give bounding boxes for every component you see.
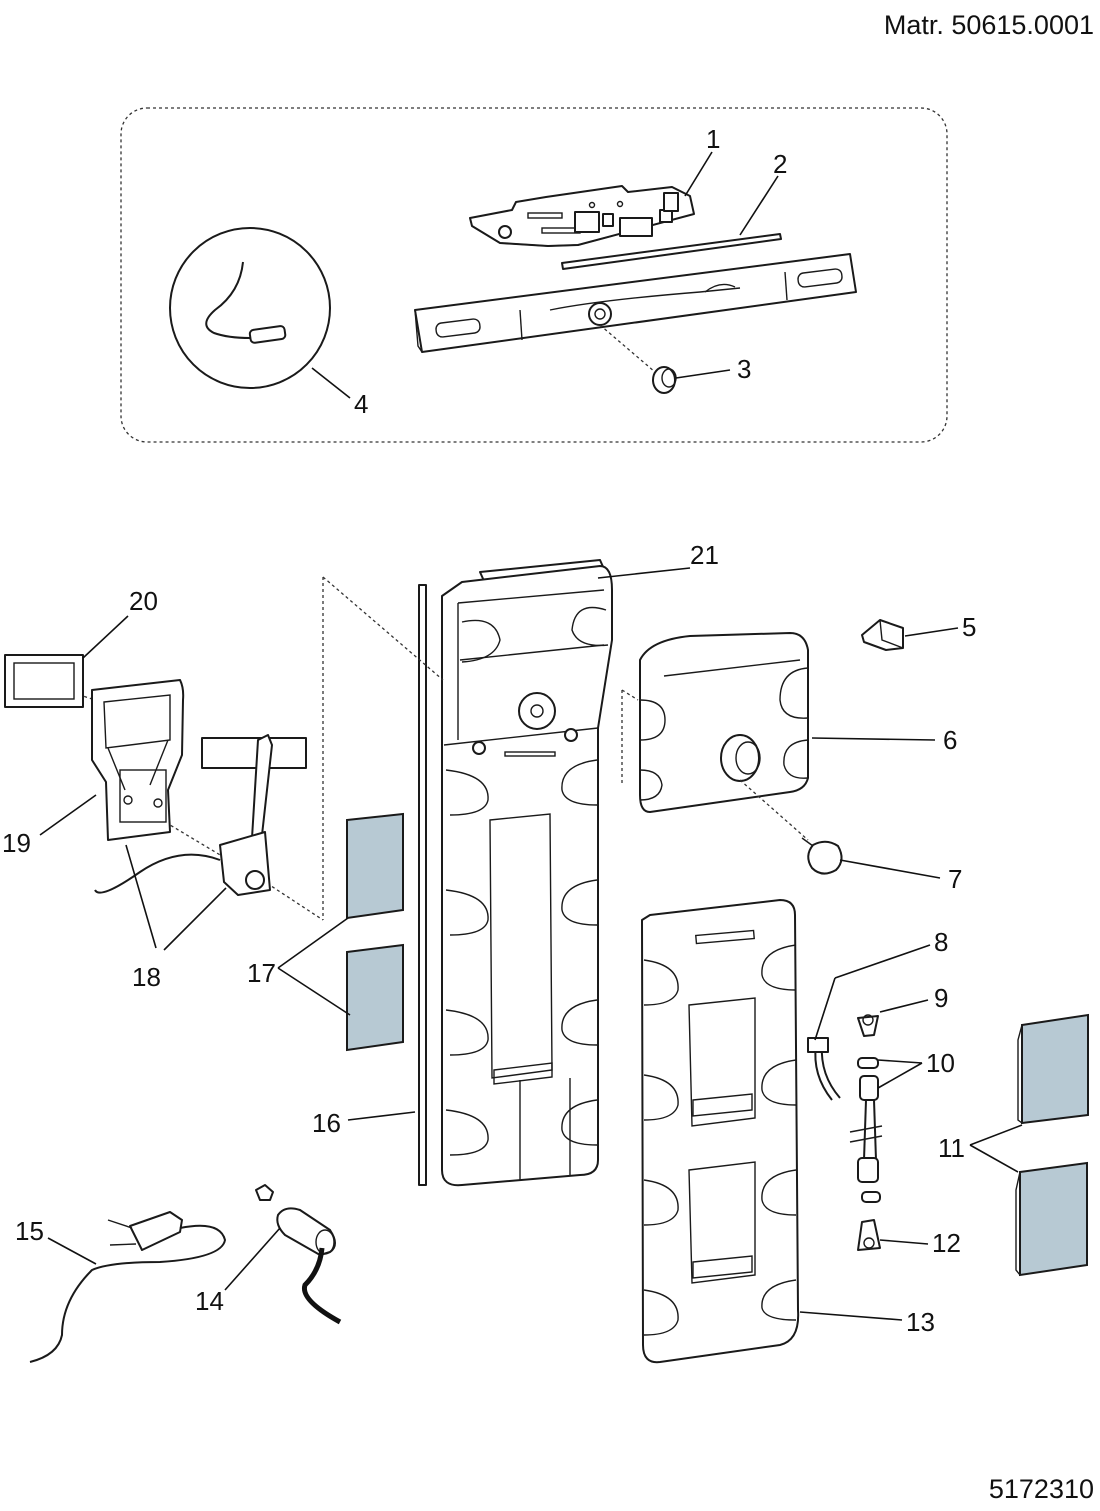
- part-14-capacitor: [255, 1184, 342, 1325]
- callout-13: 13: [906, 1307, 935, 1337]
- callout-3: 3: [737, 354, 751, 384]
- callout-19: 19: [2, 828, 31, 858]
- callout-5: 5: [962, 612, 976, 642]
- part-13-front-panel: [641, 899, 800, 1364]
- part-9-bulb: [857, 1014, 879, 1037]
- part-17-insulation-pads: [346, 812, 404, 1052]
- part-6-front-cover: [639, 632, 809, 813]
- part-4-temperature-sensor-detail: [169, 227, 331, 389]
- part-19-thermostat-bracket: [91, 679, 185, 841]
- callout-9: 9: [934, 983, 948, 1013]
- part-16-seal-strip: [418, 584, 427, 1186]
- callout-14: 14: [195, 1286, 224, 1316]
- callout-17: 17: [247, 958, 276, 988]
- callout-labels: 1 2 3 4 5 6 7 8 9 10 11 12 13 14 15 16 1…: [2, 124, 976, 1337]
- part-20-window-frame: [4, 654, 84, 708]
- callout-21: 21: [690, 540, 719, 570]
- callout-12: 12: [932, 1228, 961, 1258]
- callout-8: 8: [934, 927, 948, 957]
- control-panel-frame: [414, 253, 857, 353]
- callout-11: 11: [938, 1133, 965, 1163]
- part-10-lamp-socket: [849, 1057, 883, 1203]
- part-11-covers: [1015, 1013, 1089, 1277]
- callout-15: 15: [15, 1216, 44, 1246]
- part-21-rear-housing: [441, 559, 613, 1187]
- callout-18: 18: [132, 962, 161, 992]
- material-number: Matr. 50615.0001: [884, 10, 1094, 40]
- leader-lines: [39, 151, 1023, 1321]
- part-8-lamp-holder: [807, 1037, 841, 1101]
- callout-1: 1: [706, 124, 720, 154]
- part-12-bulb: [857, 1219, 881, 1251]
- part-3-knob: [599, 324, 677, 394]
- callout-2: 2: [773, 149, 787, 179]
- control-unit-group-box: [120, 107, 948, 443]
- callout-16: 16: [312, 1108, 341, 1138]
- part-15-power-cord: [29, 1211, 227, 1363]
- part-5-rocker-switch: [861, 619, 904, 651]
- part-18-thermostat: [94, 734, 307, 896]
- part-7-thermostat-knob: [739, 779, 843, 875]
- callout-4: 4: [354, 389, 368, 419]
- part-2-light-bar: [561, 233, 782, 270]
- part-1-circuit-board: [469, 185, 695, 247]
- callout-7: 7: [948, 864, 962, 894]
- callout-6: 6: [943, 725, 957, 755]
- callout-20: 20: [129, 586, 158, 616]
- drawing-number: 5172310: [989, 1474, 1094, 1504]
- callout-10: 10: [926, 1048, 955, 1078]
